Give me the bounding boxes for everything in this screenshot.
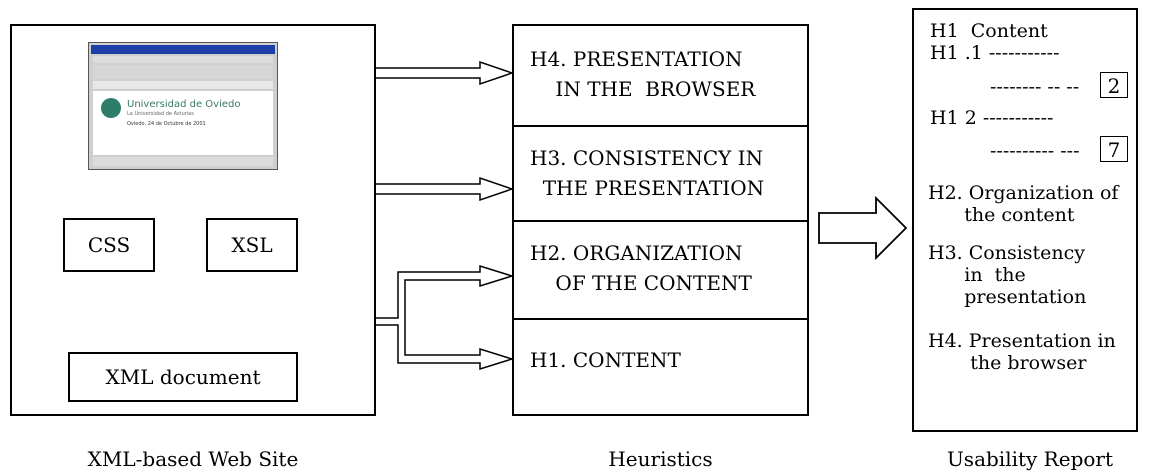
arrow-to-report bbox=[818, 195, 908, 261]
report-line-h1-1: H1 .1 ----------- bbox=[930, 42, 1060, 64]
browser-menubar bbox=[93, 56, 273, 63]
report-line-h1-content: H1 Content bbox=[930, 20, 1048, 42]
report-h3: H3. Consistency in the presentation bbox=[928, 242, 1087, 308]
heuristic-h2: H2. ORGANIZATION OF THE CONTENT bbox=[530, 241, 752, 295]
report-line-h1-2: H1 2 ----------- bbox=[930, 107, 1054, 129]
heuristic-h3: H3. CONSISTENCY IN THE PRESENTATION bbox=[530, 146, 765, 200]
report-caption: Usability Report bbox=[946, 447, 1114, 471]
report-count-box-2: 7 bbox=[1100, 136, 1128, 162]
website-caption: XML-based Web Site bbox=[87, 447, 299, 471]
heuristic-h1: H1. CONTENT bbox=[530, 348, 681, 372]
heuristic-divider-3 bbox=[512, 318, 809, 320]
xsl-label: XSL bbox=[231, 233, 273, 257]
browser-page-subheading: La Universidad de Asturias bbox=[127, 111, 194, 117]
css-box: CSS bbox=[63, 218, 155, 272]
browser-page-heading: Universidad de Oviedo bbox=[127, 99, 241, 110]
xml-document-box: XML document bbox=[68, 352, 298, 402]
browser-toolbar bbox=[93, 65, 273, 79]
report-h2: H2. Organization of the content bbox=[928, 182, 1119, 226]
browser-statusbar bbox=[93, 157, 273, 166]
browser-content: Universidad de Oviedo La Universidad de … bbox=[93, 91, 273, 155]
university-logo-icon bbox=[101, 98, 121, 118]
browser-screenshot: Universidad de Oviedo La Universidad de … bbox=[88, 42, 278, 170]
report-line-h1-2-cont: ---------- --- bbox=[990, 140, 1080, 162]
heuristic-divider-2 bbox=[512, 220, 809, 222]
report-count-box-1: 2 bbox=[1100, 72, 1128, 98]
heuristic-divider-1 bbox=[512, 125, 809, 127]
browser-address-bar bbox=[93, 81, 273, 89]
report-h4: H4. Presentation in the browser bbox=[928, 330, 1116, 374]
report-line-h1-1-cont: -------- -- -- bbox=[990, 76, 1080, 98]
arrow-to-h2-h1 bbox=[374, 264, 515, 371]
arrow-to-h4 bbox=[374, 60, 515, 86]
heuristic-h4: H4. PRESENTATION IN THE BROWSER bbox=[530, 47, 756, 101]
browser-titlebar bbox=[91, 45, 275, 54]
arrow-to-h3 bbox=[374, 176, 515, 202]
browser-page-date: Oviedo, 24 de Octubre de 2001 bbox=[127, 121, 206, 127]
xsl-box: XSL bbox=[206, 218, 298, 272]
heuristics-caption: Heuristics bbox=[608, 447, 713, 471]
xml-document-label: XML document bbox=[105, 365, 261, 389]
css-label: CSS bbox=[87, 233, 131, 257]
